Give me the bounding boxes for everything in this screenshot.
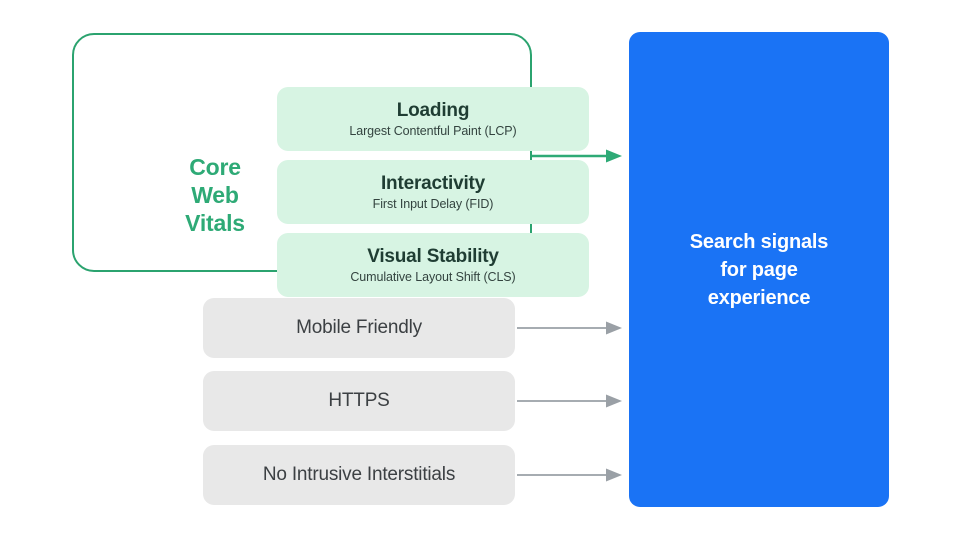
metric-subtitle-visual-stability: Cumulative Layout Shift (CLS) [350,269,516,284]
signal-card-https: HTTPS [203,371,515,431]
core-web-vitals-group: Core Web Vitals Loading Largest Contentf… [72,33,589,297]
signal-label-mobile-friendly: Mobile Friendly [296,317,422,338]
metric-card-interactivity: Interactivity First Input Delay (FID) [277,160,589,224]
metric-subtitle-loading: Largest Contentful Paint (LCP) [349,123,517,138]
signal-label-no-intrusive-interstitials: No Intrusive Interstitials [262,464,456,485]
signal-card-no-intrusive-interstitials: No Intrusive Interstitials [203,445,515,505]
metric-title-interactivity: Interactivity [380,172,486,194]
search-signals-result-text: Search signals for page experience [689,230,829,309]
metric-subtitle-interactivity: First Input Delay (FID) [372,196,494,211]
metric-title-loading: Loading [396,99,470,121]
mobile-friendly-arrow [517,321,622,335]
metric-card-visual-stability: Visual Stability Cumulative Layout Shift… [277,233,589,297]
no-intrusive-interstitials-arrow [517,468,622,482]
metric-title-visual-stability: Visual Stability [367,245,499,267]
no-intrusive-interstitials-arrow-head [606,468,622,482]
signal-label-https: HTTPS [328,390,390,411]
signal-card-mobile-friendly: Mobile Friendly [203,298,515,358]
https-arrow-head [606,394,622,408]
search-signals-result-box: Search signals for page experience [629,32,889,507]
core-web-vitals-group-label: Core Web Vitals [185,154,245,236]
https-arrow [517,394,622,408]
mobile-friendly-arrow-head [606,321,622,335]
metric-card-loading: Loading Largest Contentful Paint (LCP) [277,87,589,151]
core-web-vitals-arrow-head [606,149,622,163]
